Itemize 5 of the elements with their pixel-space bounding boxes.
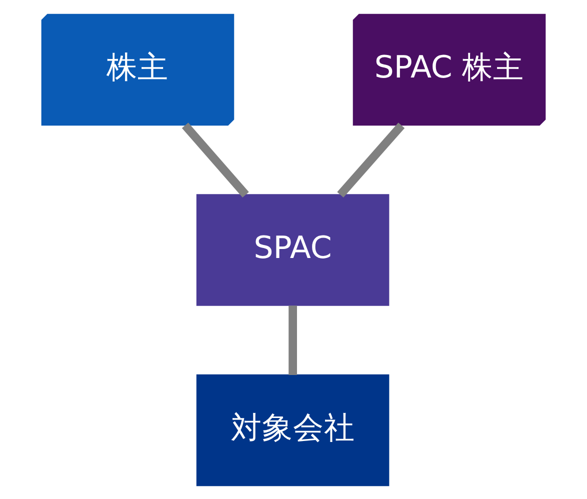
connector: [182, 122, 249, 197]
node-box: 対象会社: [196, 374, 390, 486]
connector: [337, 122, 405, 197]
connector: [288, 305, 297, 374]
node-box: SPAC: [196, 194, 390, 306]
